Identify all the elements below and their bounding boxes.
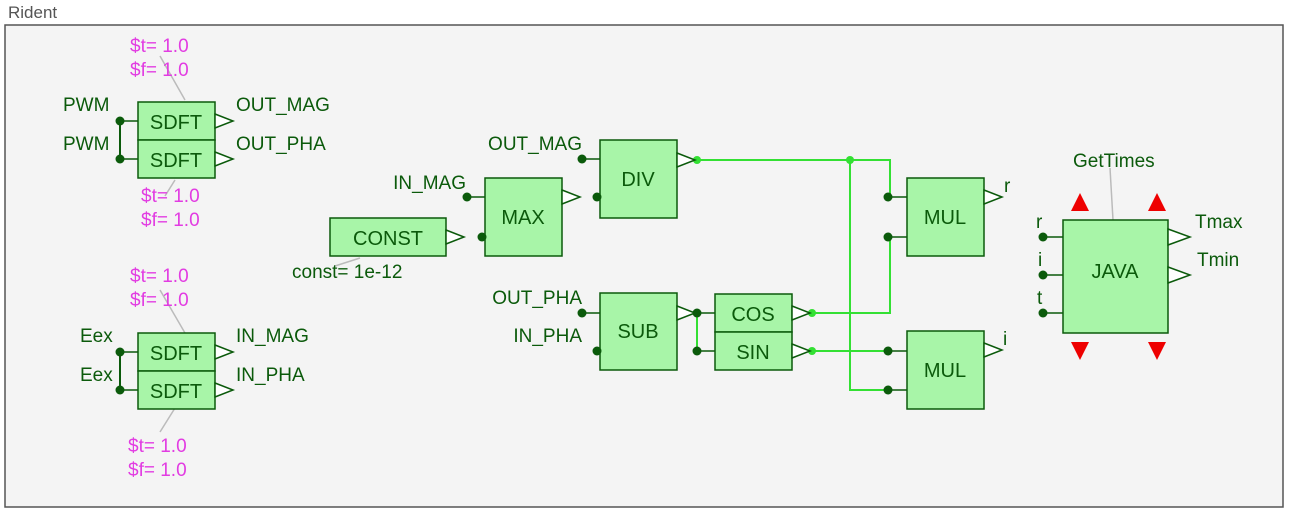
- port-label-java-r: r: [1036, 212, 1043, 233]
- sub-block[interactable]: SUB: [599, 292, 678, 371]
- port-label-eex-2: Eex: [80, 365, 113, 386]
- param-sdft-low-t: $t= 1.0: [130, 266, 189, 287]
- resize-arrow-down-icon: [1071, 342, 1089, 360]
- frame-title: Rident: [8, 3, 58, 22]
- port-label-pwm-2: PWM: [63, 134, 109, 155]
- port-label-sub-out-pha: OUT_PHA: [492, 288, 582, 309]
- block-label: SDFT: [150, 343, 202, 365]
- sdft-block-1[interactable]: SDFT: [137, 101, 216, 141]
- block-label: DIV: [621, 169, 655, 191]
- port-label-div-out-mag: OUT_MAG: [488, 134, 582, 155]
- port-label-out-mag: OUT_MAG: [236, 95, 330, 116]
- block-label: COS: [731, 304, 774, 326]
- java-function-label: GetTimes: [1073, 151, 1155, 172]
- port-label-eex-1: Eex: [80, 326, 113, 347]
- block-label: SUB: [617, 321, 658, 343]
- cos-block[interactable]: COS: [714, 293, 793, 333]
- port-label-out-pha: OUT_PHA: [236, 134, 326, 155]
- const-block[interactable]: CONST: [329, 217, 447, 257]
- param-sdft-mid-t: $t= 1.0: [141, 186, 200, 207]
- input-stubs: [120, 120, 1063, 391]
- port-label-in-mag: IN_MAG: [236, 326, 309, 347]
- block-label: MUL: [924, 207, 966, 229]
- block-label: MAX: [501, 207, 544, 229]
- block-label: SDFT: [150, 112, 202, 134]
- java-block[interactable]: JAVA: [1062, 219, 1169, 334]
- max-block[interactable]: MAX: [484, 177, 563, 257]
- mul-i-block[interactable]: MUL: [906, 330, 985, 410]
- resize-arrow-down-icon: [1148, 342, 1166, 360]
- param-sdft-bot-t: $t= 1.0: [128, 436, 187, 457]
- block-label: MUL: [924, 360, 966, 382]
- block-label: CONST: [353, 228, 423, 250]
- param-sdft-low-f: $f= 1.0: [130, 290, 189, 311]
- block-label: JAVA: [1091, 261, 1139, 283]
- param-sdft-top-t: $t= 1.0: [130, 36, 189, 57]
- mul-r-block[interactable]: MUL: [906, 177, 985, 257]
- resize-arrow-up-icon: [1148, 193, 1166, 211]
- sdft-block-3[interactable]: SDFT: [137, 332, 216, 372]
- port-label-max-in-mag: IN_MAG: [393, 173, 466, 194]
- signal-wires: [696, 159, 891, 391]
- block-label: SDFT: [150, 381, 202, 403]
- block-label: SDFT: [150, 150, 202, 172]
- resize-arrow-up-icon: [1071, 193, 1089, 211]
- wire-div-to-muls: [697, 159, 891, 197]
- resize-arrows[interactable]: [1071, 193, 1166, 360]
- output-ports[interactable]: [214, 112, 1193, 399]
- port-label-mul-i-out: i: [1003, 329, 1007, 350]
- param-sdft-mid-f: $f= 1.0: [141, 210, 200, 231]
- port-label-java-tmin: Tmin: [1197, 250, 1239, 271]
- div-block[interactable]: DIV: [599, 139, 678, 219]
- port-label-java-tmax: Tmax: [1195, 212, 1243, 233]
- wire-div-branch: [849, 160, 888, 391]
- port-label-java-i: i: [1038, 250, 1042, 271]
- const-value-label: const= 1e-12: [292, 262, 402, 283]
- wire-junctions: [693, 156, 854, 355]
- port-label-pwm-1: PWM: [63, 95, 109, 116]
- port-label-java-t: t: [1037, 288, 1043, 309]
- sin-block[interactable]: SIN: [714, 331, 793, 371]
- param-sdft-bot-f: $f= 1.0: [128, 460, 187, 481]
- wire-cos-to-mul-r: [812, 237, 891, 314]
- port-label-mul-r-out: r: [1004, 176, 1011, 197]
- block-label: SIN: [736, 342, 769, 364]
- sdft-block-4[interactable]: SDFT: [137, 370, 216, 410]
- parameter-leaders: [159, 55, 1114, 433]
- sdft-block-2[interactable]: SDFT: [137, 139, 216, 179]
- port-label-in-pha: IN_PHA: [236, 365, 305, 386]
- param-sdft-top-f: $f= 1.0: [130, 60, 189, 81]
- port-label-sub-in-pha: IN_PHA: [513, 326, 582, 347]
